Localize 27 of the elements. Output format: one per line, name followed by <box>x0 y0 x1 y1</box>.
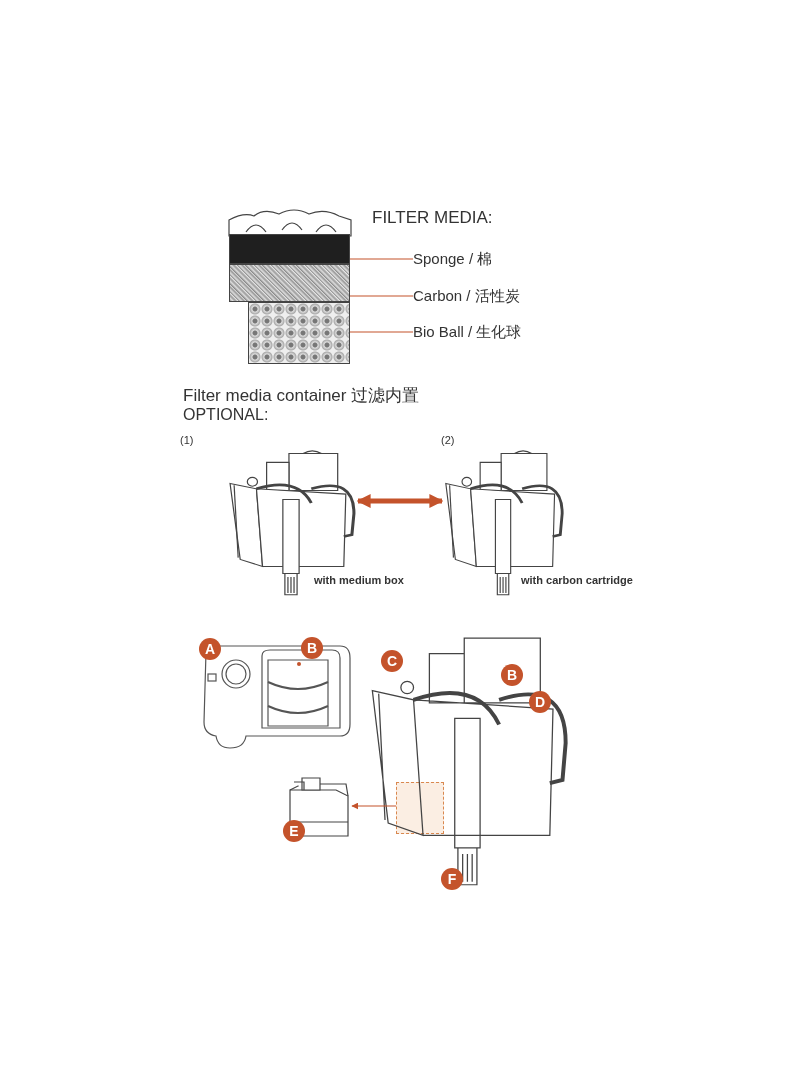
cartridge-drawing <box>288 776 352 838</box>
leader-line <box>349 258 414 260</box>
filter-label: with carbon cartridge <box>521 573 633 588</box>
bio-ball-layer <box>248 302 350 364</box>
filter-label: with medium box <box>314 573 404 588</box>
heading: Filter media container 过滤内置 <box>183 385 420 407</box>
carbon-layer <box>229 264 350 302</box>
arrow <box>351 802 397 810</box>
callout-marker: A <box>199 638 221 660</box>
callout-marker: B <box>301 637 323 659</box>
media-label: Carbon / 活性炭 <box>413 286 563 306</box>
callout-marker: C <box>381 650 403 672</box>
leader-line <box>349 331 414 333</box>
panel-number: (1) <box>180 433 194 448</box>
arrow <box>356 494 444 508</box>
media-label: Bio Ball / 生化球 <box>413 322 563 342</box>
media-label: Sponge / 棉 <box>413 249 533 269</box>
callout-marker: F <box>441 868 463 890</box>
callout-marker: B <box>501 664 523 686</box>
leader-line <box>349 295 414 297</box>
heading: FILTER MEDIA: <box>372 207 493 229</box>
cartridge-slot <box>396 782 444 834</box>
callout-marker: E <box>283 820 305 842</box>
panel-number: (2) <box>441 433 455 448</box>
sponge-layer <box>229 234 350 264</box>
subheading: OPTIONAL: <box>183 405 269 425</box>
callout-marker: D <box>529 691 551 713</box>
